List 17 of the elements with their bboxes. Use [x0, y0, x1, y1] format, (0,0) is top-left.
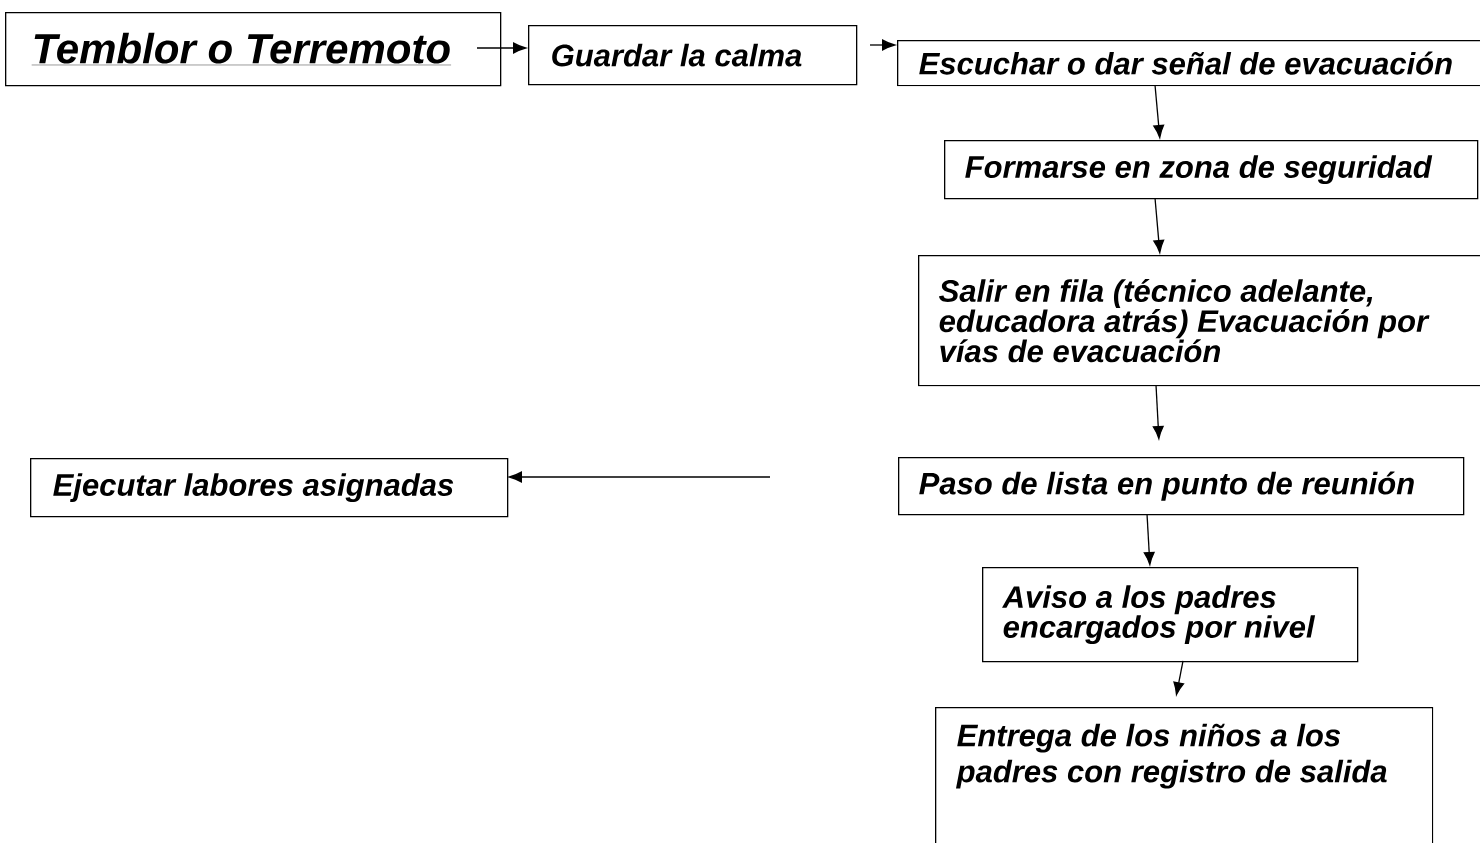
process-box: Salir en fila (técnico adelante, educadora atrás) Evacuación por vías de evacuación — [918, 255, 1480, 387]
arrow — [869, 39, 896, 51]
process-box: Guardar la calma — [528, 25, 858, 86]
arrow — [1153, 197, 1165, 254]
arrow — [1153, 84, 1165, 139]
process-box: Formarse en zona de seguridad — [944, 140, 1479, 200]
process-box: Escuchar o dar señal de evacuación — [897, 40, 1480, 87]
arrow — [1173, 660, 1185, 696]
process-box: Entrega de los niños a los padres con registro de salida — [935, 707, 1434, 843]
title-box: Temblor o Terremoto — [5, 12, 502, 87]
arrow — [476, 42, 527, 54]
process-box: Aviso a los padres encargados por nivel — [982, 567, 1359, 663]
arrow — [508, 471, 771, 483]
process-box: Paso de lista en punto de reunión — [898, 457, 1465, 516]
arrow — [1143, 513, 1155, 566]
process-box: Ejecutar labores asignadas — [30, 458, 509, 518]
arrow — [1152, 384, 1164, 440]
